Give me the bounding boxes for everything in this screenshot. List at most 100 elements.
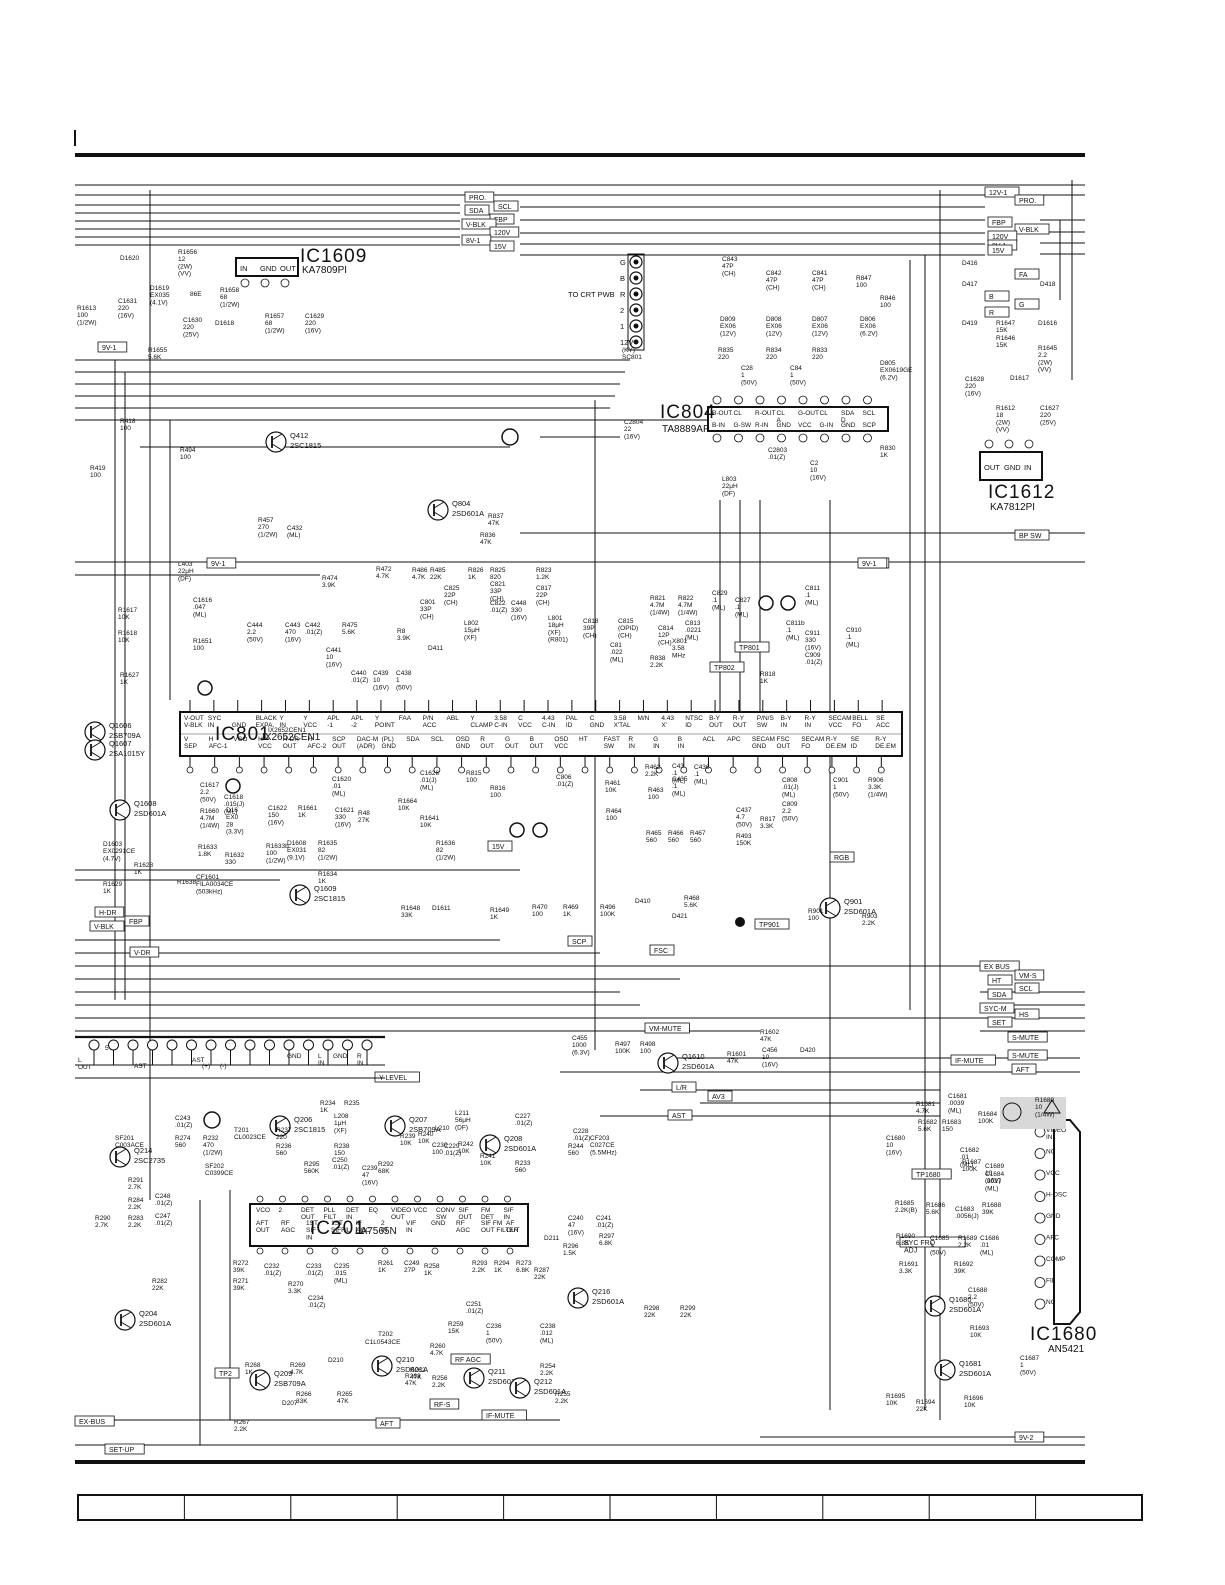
net-tag-lower-12-label: AFT bbox=[1016, 1067, 1030, 1074]
transistor-ref-3: Q1607 bbox=[109, 739, 132, 748]
net-tag-left-2: FBP bbox=[124, 915, 150, 927]
component-51: C815(OPID)(CH) bbox=[618, 618, 638, 639]
ic804-pin-bottom-4: VCC bbox=[798, 422, 812, 429]
transistor-group: Q4122SC1815Q8042SD601AQ16062SB709AQ16072… bbox=[84, 431, 991, 1399]
ic1612-pin-1: GND bbox=[1004, 463, 1021, 472]
component-248: C2803.01(Z) bbox=[768, 447, 788, 461]
ic804-part: TA8889AP bbox=[662, 424, 710, 435]
component-185: D211 bbox=[544, 1235, 559, 1242]
component-181: C238.012(ML) bbox=[540, 1323, 556, 1344]
ic1609-pin-2: OUT bbox=[280, 264, 296, 273]
net-tag-mid-8-label: TP901 bbox=[759, 922, 780, 929]
transistor-ref-13: Q209 bbox=[274, 1369, 292, 1378]
net-tag-left-6: SET-UP bbox=[104, 1443, 145, 1455]
ic801-pin-top-7: APL-2 bbox=[351, 715, 364, 729]
net-tag-mid-2: 15V bbox=[487, 840, 513, 852]
net-tag-bottom-2: RF-S bbox=[429, 1398, 460, 1410]
ic201-ref: IC201 bbox=[310, 1218, 366, 1239]
net-tag-left-5: EX-BUS bbox=[74, 1415, 115, 1427]
ic801-pin-bottom-10: SCL bbox=[431, 736, 444, 743]
component-34: C442.01(Z) bbox=[305, 622, 322, 636]
ic1680-pin-3: H-OSC bbox=[1046, 1192, 1067, 1199]
component-205: C1681.0039(ML) bbox=[948, 1093, 968, 1114]
transistor-ref-15: Q211 bbox=[488, 1367, 506, 1376]
net-tag-lower-6-label: HS bbox=[1019, 1012, 1029, 1019]
net-tag-left-5-label: EX-BUS bbox=[79, 1419, 105, 1426]
component-183: C241.01(Z) bbox=[596, 1215, 613, 1229]
ic801-pin-bottom-21: ACL bbox=[702, 736, 715, 743]
ic1680-pin-5: AFC bbox=[1046, 1235, 1059, 1242]
marker-17 bbox=[532, 822, 548, 838]
net-tag-mid-5-label: RGB bbox=[834, 855, 850, 862]
transistor-part-12: 2SD601A bbox=[139, 1319, 171, 1328]
ic1680-pin-6: COMP bbox=[1046, 1256, 1066, 1263]
component-253: D417 bbox=[962, 281, 978, 288]
transistor-ref-1: Q804 bbox=[452, 499, 470, 508]
net-tag-lower-15: AST bbox=[667, 1109, 693, 1121]
transistor-part-19: 2SD601A bbox=[959, 1369, 991, 1378]
ic201-pin-bottom-7: GND bbox=[431, 1220, 446, 1227]
net-tag-bottom-3-label: IF-MUTE bbox=[486, 1413, 515, 1420]
crt-pin-5: 12V bbox=[620, 338, 633, 347]
net-tag-top-4-label: V-BLK bbox=[466, 222, 486, 229]
misc-text-2: AST bbox=[134, 1063, 147, 1070]
ic804-pin-top-5: CL bbox=[820, 410, 829, 417]
misc-text-8: GND bbox=[287, 1053, 302, 1060]
ic801-pin-top-6: APL-1 bbox=[327, 715, 340, 729]
net-tag-lower-2-label: HT bbox=[992, 978, 1002, 985]
ic801-pin-bottom-8: (PL)GND bbox=[382, 736, 397, 750]
transistor-ref-0: Q412 bbox=[290, 431, 308, 440]
marker-6 bbox=[225, 778, 241, 794]
net-tag-right-11: BP SW bbox=[1014, 529, 1050, 541]
